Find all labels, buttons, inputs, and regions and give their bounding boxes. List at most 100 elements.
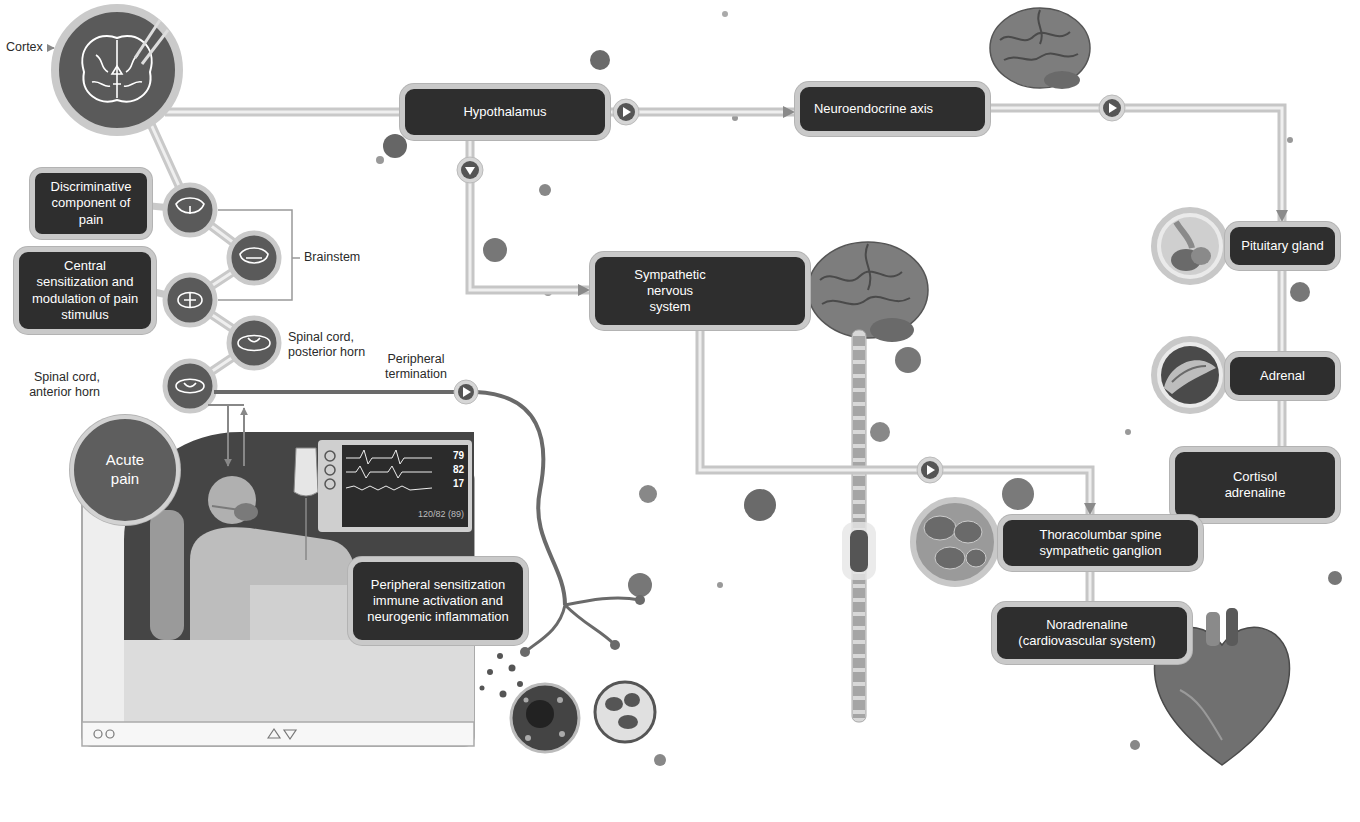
connector-band bbox=[470, 140, 590, 290]
flow-connector bbox=[1282, 400, 1283, 447]
cortex-circle bbox=[112, 66, 122, 84]
nerve-fiber bbox=[463, 387, 471, 397]
flow-button bbox=[917, 457, 943, 483]
brain-icon bbox=[870, 318, 914, 342]
box-text: Noradrenaline (cardiovascular system) bbox=[1007, 617, 1167, 650]
flow-button bbox=[623, 107, 631, 117]
spine bbox=[842, 522, 876, 580]
pain-signal-arrow bbox=[208, 405, 244, 466]
part-label: Brainstem bbox=[304, 250, 360, 265]
organ-icon bbox=[1154, 339, 1226, 411]
process-box: Discriminative component of pain bbox=[30, 168, 152, 239]
part-label: Spinal cord, anterior horn bbox=[12, 370, 100, 400]
connector-line bbox=[700, 330, 1090, 515]
background-dot bbox=[639, 485, 657, 503]
pain-signal-arrow bbox=[208, 404, 244, 406]
connector-band bbox=[1278, 270, 1287, 352]
monitor bbox=[325, 479, 335, 489]
pain-signal-arrow bbox=[243, 408, 245, 466]
heart-icon bbox=[1206, 612, 1220, 646]
brain-icon bbox=[1044, 71, 1080, 89]
vital-reading: 120/82 (89) bbox=[392, 509, 464, 520]
monitor bbox=[325, 465, 335, 475]
monitor bbox=[294, 448, 318, 496]
nerve-fiber bbox=[214, 380, 645, 657]
spinal-section bbox=[238, 336, 270, 351]
connector-line bbox=[990, 108, 1282, 222]
heart-icon bbox=[1226, 608, 1238, 646]
flow-button bbox=[461, 161, 479, 179]
process-box: Adrenal bbox=[1225, 352, 1340, 400]
immune-cell bbox=[511, 682, 655, 752]
monitor bbox=[268, 729, 280, 738]
organ-icon bbox=[1161, 217, 1219, 275]
signal-band bbox=[165, 111, 402, 114]
background-dot bbox=[1290, 282, 1310, 302]
box-text: Pituitary gland bbox=[1241, 238, 1323, 254]
box-text: Neuroendocrine axis bbox=[814, 101, 933, 117]
nerve-fiber bbox=[610, 640, 620, 650]
monitor bbox=[342, 445, 468, 527]
box-text: Central sensitization and modulation of … bbox=[27, 258, 143, 323]
background-dot bbox=[1125, 429, 1131, 435]
granule bbox=[480, 686, 485, 691]
cortex-circle bbox=[92, 40, 142, 98]
granule bbox=[487, 669, 493, 675]
background-dot bbox=[376, 156, 384, 164]
box-text: Discriminative component of pain bbox=[43, 179, 139, 228]
organ-icon bbox=[935, 547, 965, 569]
flow-connector bbox=[1282, 270, 1283, 352]
bracket bbox=[218, 210, 300, 300]
nerve-fiber bbox=[635, 595, 645, 605]
monitor bbox=[106, 730, 114, 738]
background-dot bbox=[376, 11, 1342, 766]
background-dot bbox=[654, 754, 666, 766]
spinal-section bbox=[165, 185, 279, 411]
immune-cell bbox=[605, 697, 623, 711]
box-text: Sympathetic nervous system bbox=[625, 267, 715, 316]
heart-icon bbox=[1180, 690, 1222, 740]
process-box: Peripheral sensitization immune activati… bbox=[348, 557, 528, 645]
bracket bbox=[292, 257, 300, 259]
flow-button bbox=[617, 103, 635, 121]
cortex-circle bbox=[135, 20, 160, 58]
organ-icon bbox=[1176, 222, 1192, 248]
signal-band bbox=[165, 108, 402, 117]
flow-button bbox=[613, 99, 639, 125]
immune-cell bbox=[525, 735, 531, 741]
connector-line bbox=[470, 140, 590, 290]
brain-icon bbox=[820, 244, 910, 304]
part-label: Peripheral termination bbox=[376, 352, 456, 382]
connector-band bbox=[1278, 400, 1287, 447]
process-box: Noradrenaline (cardiovascular system) bbox=[992, 602, 1192, 664]
brain-icon bbox=[1000, 10, 1078, 60]
monitor bbox=[124, 640, 474, 722]
nerve-fiber bbox=[520, 647, 530, 657]
immune-cell bbox=[557, 697, 563, 703]
box-text: Hypothalamus bbox=[463, 104, 546, 120]
vital-reading: 79 bbox=[440, 450, 464, 462]
box-text: Adrenal bbox=[1260, 368, 1305, 384]
decor-node bbox=[383, 134, 407, 158]
background-dot bbox=[895, 347, 921, 373]
organ-icon bbox=[1154, 210, 1226, 282]
flow-button bbox=[457, 157, 483, 183]
organ-icon bbox=[966, 549, 986, 567]
spinal-section bbox=[176, 198, 204, 214]
leader-line bbox=[47, 47, 54, 49]
part-label: Cortex bbox=[6, 40, 43, 55]
spinal-section bbox=[165, 275, 215, 325]
brain-icon bbox=[808, 8, 1090, 342]
box-text: Thoracolumbar spine sympathetic ganglion bbox=[1033, 527, 1168, 560]
pain-circle: Acute pain bbox=[70, 415, 180, 525]
granule bbox=[517, 681, 523, 687]
monitor bbox=[305, 498, 307, 560]
immune-cell bbox=[511, 684, 579, 752]
leader-line bbox=[47, 48, 54, 49]
spinal-section bbox=[165, 185, 215, 235]
connector-band bbox=[700, 330, 1090, 515]
spinal-section bbox=[178, 293, 202, 308]
